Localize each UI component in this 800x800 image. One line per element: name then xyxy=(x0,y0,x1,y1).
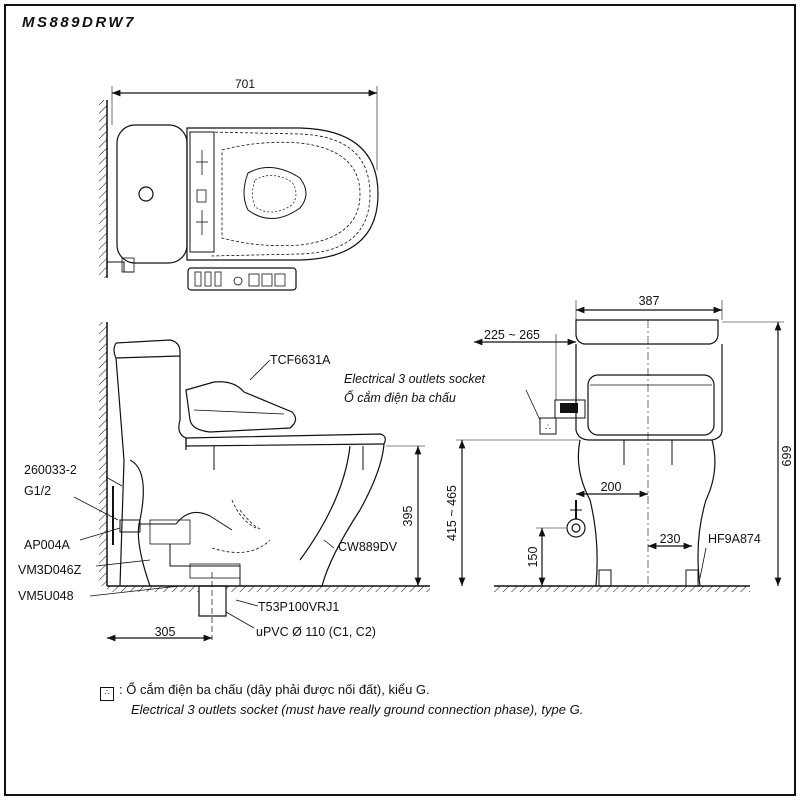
dim-label-415-465: 415 ~ 465 xyxy=(445,485,459,541)
lid-side xyxy=(185,381,297,433)
frame-border xyxy=(4,4,796,796)
legend-text-vi: Ổ cắm điện ba chấu (dây phải được nối đấ… xyxy=(126,682,430,697)
label-thread: G1/2 xyxy=(24,484,51,498)
tank-front xyxy=(575,319,719,345)
seat-side xyxy=(185,433,386,447)
bowl-front-right xyxy=(697,439,716,587)
socket-label-en: Electrical 3 outlets socket xyxy=(344,372,486,386)
legend-note: ∴: Ổ cắm điện ba chấu (dây phải được nối… xyxy=(100,681,583,719)
side-view xyxy=(73,322,430,642)
dim-label-387: 387 xyxy=(639,294,660,308)
legend-text-en: Electrical 3 outlets socket (must have r… xyxy=(131,702,584,717)
label-seat: TCF6631A xyxy=(270,353,331,367)
dim-label-701: 701 xyxy=(235,77,255,91)
front-view xyxy=(456,300,784,592)
dim-label-395: 395 xyxy=(401,506,415,527)
legend-separator: : xyxy=(119,682,123,697)
remote-control xyxy=(187,267,297,291)
dim-label-200: 200 xyxy=(601,480,622,494)
seat-top xyxy=(186,127,379,261)
drain-pipe xyxy=(198,585,227,617)
dim-label-305: 305 xyxy=(155,625,176,639)
stop-valve-front xyxy=(566,518,586,538)
tank-top xyxy=(116,124,188,264)
socket-icon xyxy=(539,417,557,435)
top-view xyxy=(99,86,379,291)
tank-side xyxy=(115,339,187,450)
socket-symbol-icon: ∴ xyxy=(100,687,114,701)
label-supply-hose: AP004A xyxy=(24,538,71,552)
bowl-front-left xyxy=(577,439,598,587)
wall-hatch-top xyxy=(99,100,107,278)
socket-label-vi: Ổ cắm điện ba chấu xyxy=(344,390,456,405)
label-pipe: uPVC Ø 110 (C1, C2) xyxy=(256,625,376,639)
label-drain: T53P100VRJ1 xyxy=(258,600,339,614)
dim-label-699: 699 xyxy=(780,446,794,467)
socket-callout xyxy=(525,389,557,435)
label-floor-part: VM5U048 xyxy=(18,589,74,603)
dim-label-230: 230 xyxy=(660,532,681,546)
model-title: MS889DRW7 xyxy=(22,14,136,31)
bowl-side xyxy=(300,443,385,587)
dim-label-150: 150 xyxy=(526,547,540,568)
label-stop-valve: 260033-2 xyxy=(24,463,77,477)
label-hinge: HF9A874 xyxy=(708,532,761,546)
label-flange: VM3D046Z xyxy=(18,563,82,577)
label-bowl: CW889DV xyxy=(338,540,398,554)
flush-button-top xyxy=(138,186,154,202)
dim-label-225-265: 225 ~ 265 xyxy=(484,328,540,342)
socket-icon-symbol: ∴ xyxy=(545,422,551,432)
seat-front xyxy=(587,374,715,436)
